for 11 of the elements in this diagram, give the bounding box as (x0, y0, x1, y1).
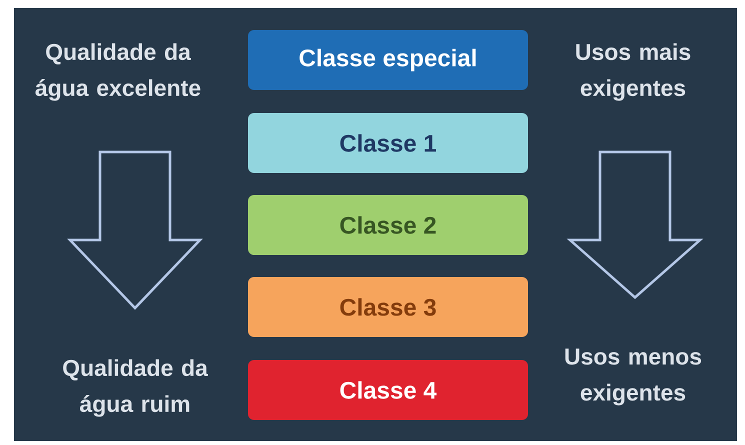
class-box: Classe 4 (248, 360, 528, 420)
side-label: Qualidade da água excelente (35, 43, 200, 101)
block-arrow (67, 150, 203, 310)
block-arrow (566, 150, 704, 300)
side-label: Usos mais exigentes (576, 43, 690, 101)
side-label: Usos menos exigentes (565, 348, 702, 406)
class-box: Classe 2 (248, 195, 528, 255)
side-label: Qualidade da água ruim (63, 359, 208, 417)
class-box: Classe especial (248, 30, 528, 90)
class-box: Classe 1 (248, 113, 528, 173)
class-box: Classe 3 (248, 277, 528, 337)
